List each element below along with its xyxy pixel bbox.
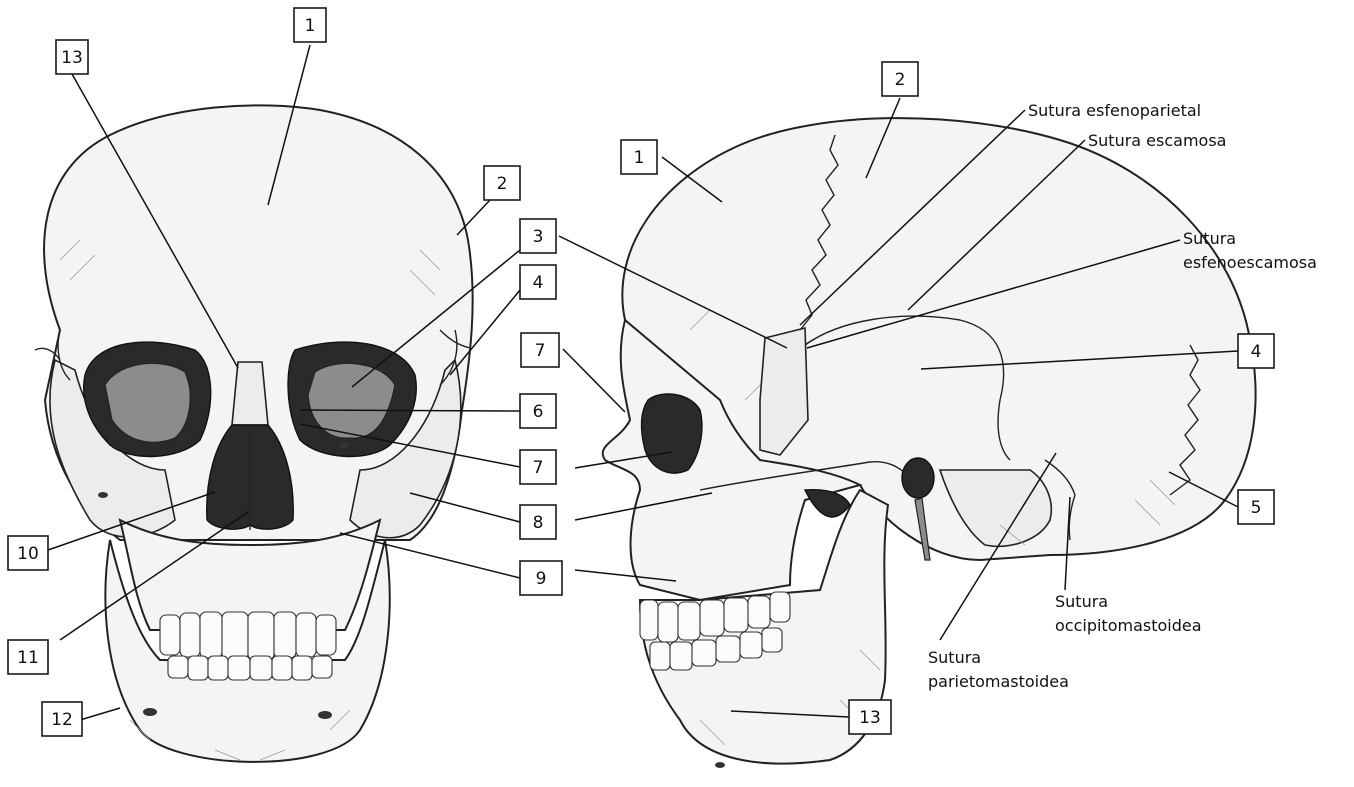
label-sutura-esfenoescamosa-2: esfenoescamosa — [1183, 253, 1317, 272]
label-sutura-esfenoescamosa-1: Sutura — [1183, 229, 1236, 248]
callout-front-11: 10 — [8, 536, 48, 570]
front-nasal-bones — [232, 362, 268, 425]
skull-front-view — [35, 105, 473, 762]
callout-front-1: 1 — [294, 8, 326, 42]
callout-side-13: 13 — [849, 700, 891, 734]
svg-text:5: 5 — [1251, 498, 1262, 518]
svg-text:13: 13 — [61, 48, 83, 68]
side-ear-canal — [902, 458, 934, 498]
svg-text:13: 13 — [859, 708, 881, 728]
svg-text:3: 3 — [533, 227, 544, 247]
callout-front-7: 13 — [56, 40, 88, 74]
label-sutura-parietomastoidea-2: parietomastoidea — [928, 672, 1069, 691]
label-sutura-occipitomastoidea-1: Sutura — [1055, 592, 1108, 611]
svg-text:7: 7 — [533, 458, 544, 478]
svg-text:2: 2 — [497, 174, 508, 194]
svg-text:8: 8 — [533, 513, 544, 533]
callout-front-8: 7 — [520, 450, 556, 484]
label-sutura-parietomastoidea-1: Sutura — [928, 648, 981, 667]
callout-front-10: 9 — [520, 561, 562, 595]
callout-side-4: 4 — [1238, 334, 1274, 368]
label-sutura-esfenoparietal: Sutura esfenoparietal — [1028, 101, 1201, 120]
svg-text:11: 11 — [17, 648, 39, 668]
side-orbit — [642, 394, 702, 473]
svg-text:4: 4 — [533, 273, 544, 293]
label-sutura-occipitomastoidea-2: occipitomastoidea — [1055, 616, 1202, 635]
svg-text:9: 9 — [536, 569, 547, 589]
svg-text:1: 1 — [305, 16, 316, 36]
svg-text:2: 2 — [895, 70, 906, 90]
callout-side-2: 2 — [882, 62, 918, 96]
front-teeth-lower — [168, 656, 332, 680]
svg-text:1: 1 — [634, 148, 645, 168]
svg-text:10: 10 — [17, 544, 39, 564]
callout-front-12: 11 — [8, 640, 48, 674]
callout-front-2: 2 — [484, 166, 520, 200]
callout-front-6: 6 — [520, 394, 556, 428]
callout-front-4: 4 — [520, 265, 556, 299]
front-teeth-upper — [160, 612, 336, 660]
svg-text:6: 6 — [533, 402, 544, 422]
callout-front-13: 12 — [42, 702, 82, 736]
callout-front-9: 8 — [520, 505, 556, 539]
callout-side-7: 7 — [521, 333, 559, 367]
svg-text:7: 7 — [535, 341, 546, 361]
label-sutura-escamosa: Sutura escamosa — [1088, 131, 1226, 150]
callout-side-5: 5 — [1238, 490, 1274, 524]
svg-text:4: 4 — [1251, 342, 1262, 362]
callout-side-1: 1 — [621, 140, 657, 174]
skull-side-view — [603, 118, 1256, 768]
callout-front-3: 3 — [520, 219, 556, 253]
svg-text:12: 12 — [51, 710, 73, 730]
